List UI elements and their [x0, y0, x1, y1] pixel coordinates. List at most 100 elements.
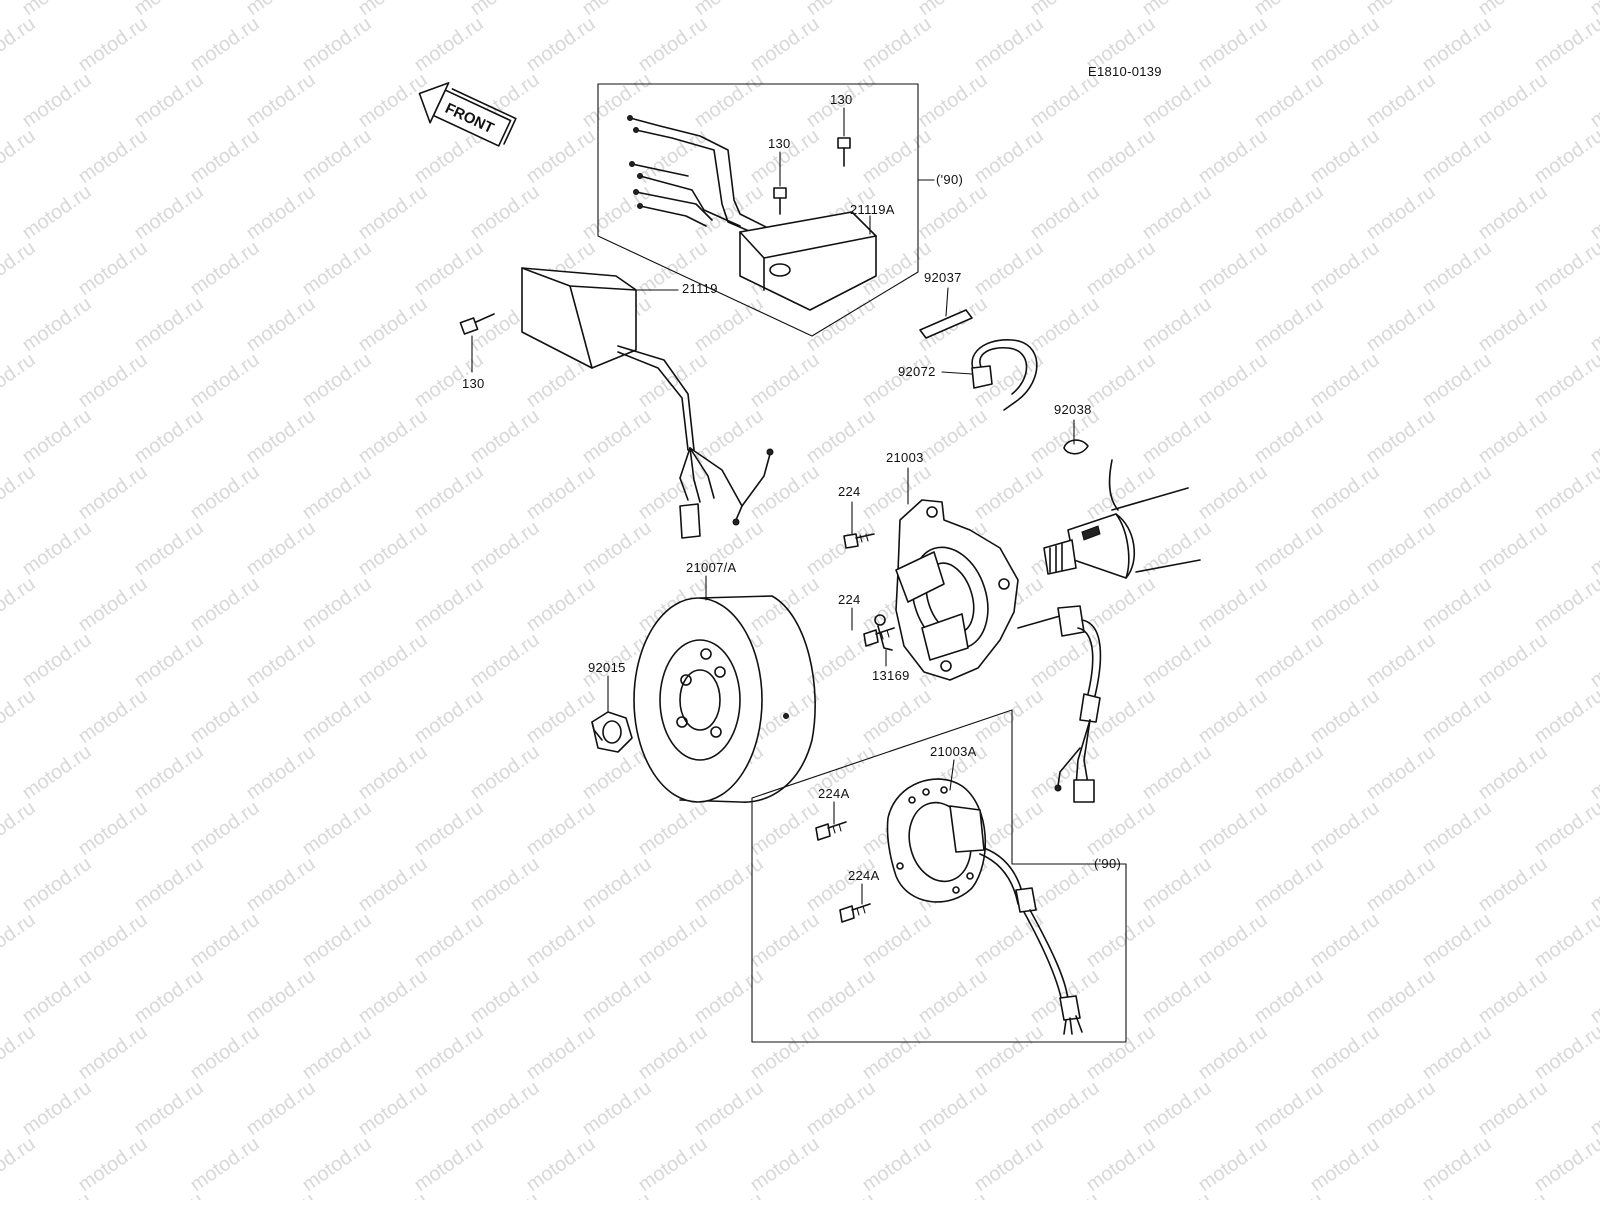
watermark-text: motod.ru: [130, 69, 207, 132]
watermark-text: motod.ru: [1082, 797, 1159, 860]
watermark-text: motod.ru: [802, 1189, 879, 1200]
watermark-text: motod.ru: [298, 1021, 375, 1084]
watermark-text: motod.ru: [1474, 1077, 1551, 1140]
watermark-text: motod.ru: [1418, 573, 1495, 636]
watermark-text: motod.ru: [970, 1021, 1047, 1084]
watermark-text: motod.ru: [1418, 1133, 1495, 1196]
watermark-text: motod.ru: [1586, 181, 1600, 244]
watermark-text: motod.ru: [746, 1021, 823, 1084]
watermark-text: motod.ru: [1362, 741, 1439, 804]
watermark-text: motod.ru: [130, 1189, 207, 1200]
watermark-text: motod.ru: [0, 349, 40, 412]
watermark-text: motod.ru: [802, 1077, 879, 1140]
watermark-text: motod.ru: [1026, 853, 1103, 916]
watermark-text: motod.ru: [1530, 909, 1600, 972]
watermark-text: motod.ru: [186, 237, 263, 300]
watermark-text: motod.ru: [858, 13, 935, 76]
watermark-text: motod.ru: [74, 125, 151, 188]
watermark-text: motod.ru: [634, 13, 711, 76]
watermark-text: motod.ru: [1586, 1077, 1600, 1140]
watermark-text: motod.ru: [970, 125, 1047, 188]
watermark-text: motod.ru: [522, 685, 599, 748]
watermark-text: motod.ru: [1586, 517, 1600, 580]
watermark-text: motod.ru: [1026, 1077, 1103, 1140]
watermark-text: motod.ru: [634, 349, 711, 412]
watermark-text: motod.ru: [1250, 629, 1327, 692]
bolt-130-b: [837, 137, 851, 167]
watermark-text: motod.ru: [18, 1077, 95, 1140]
watermark-text: motod.ru: [1530, 125, 1600, 188]
watermark-text: motod.ru: [0, 237, 40, 300]
watermark-text: motod.ru: [1138, 181, 1215, 244]
watermark-text: motod.ru: [690, 69, 767, 132]
watermark-text: motod.ru: [970, 685, 1047, 748]
watermark-text: motod.ru: [634, 461, 711, 524]
watermark-text: motod.ru: [1306, 797, 1383, 860]
watermark-text: motod.ru: [914, 1189, 991, 1200]
watermark-text: motod.ru: [746, 125, 823, 188]
watermark-text: motod.ru: [1418, 461, 1495, 524]
watermark-text: motod.ru: [1194, 685, 1271, 748]
watermark-text: motod.ru: [1250, 181, 1327, 244]
watermark-text: motod.ru: [1194, 461, 1271, 524]
watermark-text: motod.ru: [410, 1021, 487, 1084]
variant-frame-top: ('90): [597, 83, 963, 337]
watermark-text: motod.ru: [1138, 405, 1215, 468]
watermark-text: motod.ru: [634, 797, 711, 860]
watermark-text: motod.ru: [970, 1133, 1047, 1196]
watermark-text: motod.ru: [522, 573, 599, 636]
watermark-text: motod.ru: [1306, 573, 1383, 636]
watermark-text: motod.ru: [1418, 1021, 1495, 1084]
label-92038: 92038: [1054, 402, 1092, 417]
watermark-text: motod.ru: [746, 797, 823, 860]
strip-92037: [919, 309, 973, 339]
flywheel-21007A: [633, 595, 816, 803]
watermark-text: motod.ru: [298, 461, 375, 524]
screw-224A-b: [839, 903, 871, 923]
watermark-text: motod.ru: [858, 125, 935, 188]
watermark-text: motod.ru: [746, 573, 823, 636]
watermark-text: motod.ru: [1306, 349, 1383, 412]
watermark-text: motod.ru: [186, 909, 263, 972]
watermark-text: motod.ru: [1530, 1021, 1600, 1084]
watermark-text: motod.ru: [578, 853, 655, 916]
watermark-text: motod.ru: [130, 1077, 207, 1140]
watermark-text: motod.ru: [1586, 405, 1600, 468]
watermark-text: motod.ru: [74, 1133, 151, 1196]
watermark-text: motod.ru: [130, 853, 207, 916]
watermark-text: motod.ru: [186, 685, 263, 748]
watermark-text: motod.ru: [1530, 797, 1600, 860]
watermark-text: motod.ru: [410, 461, 487, 524]
watermark-text: motod.ru: [298, 237, 375, 300]
cdi-unit-21119: [521, 267, 695, 451]
label-224-b: 224: [838, 592, 861, 607]
watermark-text: motod.ru: [1194, 13, 1271, 76]
terminal-13169: [874, 614, 893, 651]
watermark-text: motod.ru: [186, 1021, 263, 1084]
watermark-text: motod.ru: [18, 1189, 95, 1200]
watermark-text: motod.ru: [354, 965, 431, 1028]
label-130-a: 130: [768, 136, 791, 151]
watermark-text: motod.ru: [1474, 965, 1551, 1028]
watermark-text: motod.ru: [578, 69, 655, 132]
watermark-text: motod.ru: [410, 13, 487, 76]
watermark-text: motod.ru: [858, 349, 935, 412]
watermark-text: motod.ru: [1026, 293, 1103, 356]
watermark-text: motod.ru: [186, 349, 263, 412]
watermark-text: motod.ru: [1418, 237, 1495, 300]
watermark-text: motod.ru: [18, 69, 95, 132]
watermark-text: motod.ru: [1194, 237, 1271, 300]
watermark-text: motod.ru: [1306, 1133, 1383, 1196]
clamp-92072: [971, 339, 1038, 411]
watermark-text: motod.ru: [634, 125, 711, 188]
watermark-text: motod.ru: [242, 1077, 319, 1140]
watermark-text: motod.ru: [18, 181, 95, 244]
watermark-text: motod.ru: [1474, 405, 1551, 468]
watermark-text: motod.ru: [410, 1133, 487, 1196]
watermark-text: motod.ru: [242, 741, 319, 804]
label-21119: 21119: [682, 281, 718, 296]
watermark-text: motod.ru: [1082, 237, 1159, 300]
watermark-text: motod.ru: [0, 797, 40, 860]
watermark-text: motod.ru: [1474, 1189, 1551, 1200]
watermark-text: motod.ru: [914, 405, 991, 468]
